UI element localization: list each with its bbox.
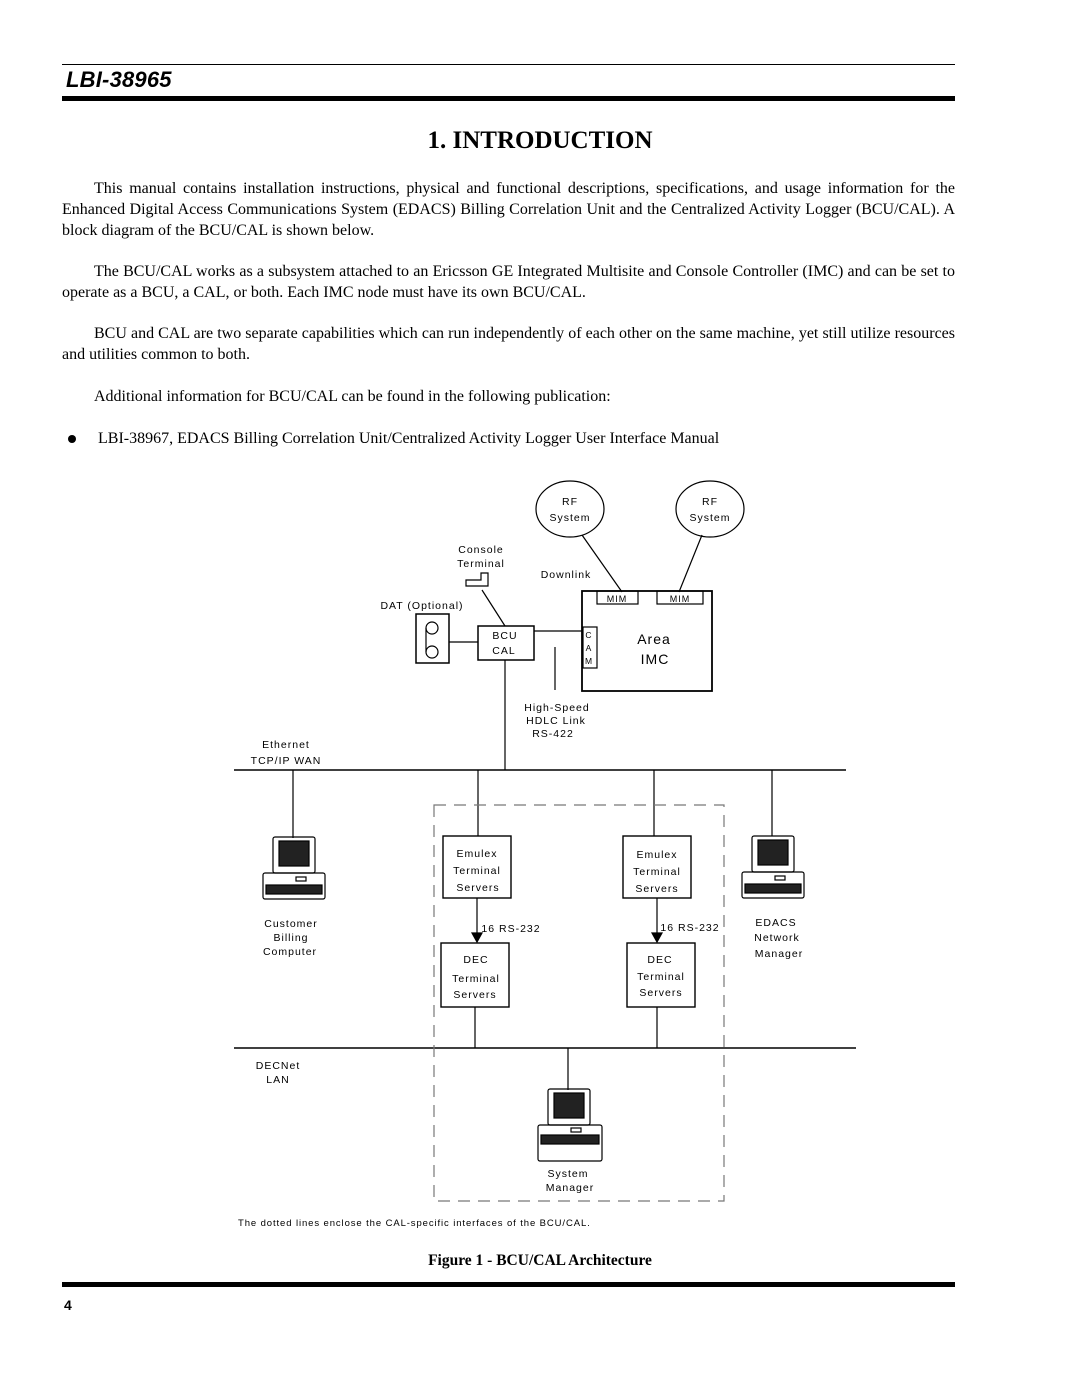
dec-2-label-line2: Terminal (637, 971, 685, 983)
hdlc-label-line2: HDLC Link (526, 715, 586, 727)
cam-box (582, 626, 598, 669)
edacs-network-manager-computer-icon (741, 835, 805, 899)
dec-2-box (626, 942, 696, 1008)
dec-2-label-line3: Servers (639, 987, 682, 999)
bcu-label: BCU (492, 630, 517, 642)
decnet-label-line2: LAN (266, 1074, 289, 1086)
area-label: Area (637, 631, 671, 647)
header-rule-thick (62, 96, 955, 101)
bcu-cal-box (477, 625, 535, 661)
area-imc-box (581, 590, 713, 692)
imc-label: IMC (641, 651, 670, 667)
dec-2-label-line1: DEC (647, 954, 672, 966)
intro-paragraph-3: BCU and CAL are two separate capabilitie… (62, 325, 955, 363)
publication-bullet: LBI-38967, EDACS Billing Correlation Uni… (62, 428, 719, 449)
console-terminal-label-line1: Console (458, 544, 504, 556)
document-id: LBI-38965 (66, 67, 172, 92)
mim-2-box (656, 590, 704, 605)
mim-1-box (596, 590, 639, 605)
rs232-2-label: 16 RS-232 (660, 922, 719, 934)
footer-rule-thick (62, 1282, 955, 1287)
decnet-label-line1: DECNet (256, 1060, 301, 1072)
intro-paragraph-4: Additional information for BCU/CAL can b… (94, 388, 611, 405)
dat-device-icon (415, 613, 450, 664)
customer-billing-computer-icon (262, 836, 326, 900)
cal-specific-enclosure (433, 804, 725, 1202)
intro-paragraph-2: The BCU/CAL works as a subsystem attache… (62, 263, 955, 301)
mim-1-label: MIM (607, 594, 628, 604)
dat-label: DAT (Optional) (380, 600, 463, 612)
ethernet-label-line2: TCP/IP WAN (251, 755, 322, 767)
rf-system-2-label-line1: RF (702, 496, 718, 508)
downlink-label: Downlink (541, 569, 592, 581)
header-rule-thin (62, 64, 955, 65)
bullet-dot-icon (68, 434, 76, 443)
edacs-manager-label-line1: EDACS (755, 917, 796, 929)
cam-label-a: A (586, 643, 593, 653)
intro-paragraph-1: This manual contains installation instru… (62, 180, 955, 239)
figure-caption: Figure 1 - BCU/CAL Architecture (428, 1252, 652, 1269)
emulex-2-label-line1: Emulex (636, 849, 677, 861)
section-title: 1. INTRODUCTION (427, 127, 653, 154)
emulex-1-label-line1: Emulex (456, 848, 497, 860)
cam-label-m: M (585, 656, 593, 666)
hdlc-label-line3: RS-422 (532, 728, 574, 740)
cam-label-c: C (585, 630, 592, 640)
edacs-manager-label-line3: Manager (755, 948, 803, 960)
diagram-note: The dotted lines enclose the CAL-specifi… (238, 1218, 591, 1229)
rf-system-1-ellipse (535, 480, 605, 538)
mim-2-label: MIM (670, 594, 691, 604)
hdlc-label-line1: High-Speed (524, 702, 589, 714)
system-manager-computer-icon (537, 1088, 603, 1162)
dec-1-label-line2: Terminal (452, 973, 500, 985)
publication-reference: LBI-38967, EDACS Billing Correlation Uni… (98, 430, 720, 447)
ethernet-label-line1: Ethernet (262, 739, 310, 751)
emulex-1-label-line3: Servers (456, 882, 499, 894)
rf-system-1-label-line1: RF (562, 496, 578, 508)
cal-label: CAL (492, 645, 515, 657)
emulex-1-label-line2: Terminal (453, 865, 501, 877)
rf-system-2-ellipse (675, 480, 745, 538)
system-manager-label-line2: Manager (546, 1182, 594, 1194)
rs232-1-label: 16 RS-232 (481, 923, 540, 935)
dec-1-label-line1: DEC (463, 954, 488, 966)
console-terminal-label-line2: Terminal (457, 558, 505, 570)
customer-billing-label-line3: Computer (263, 946, 317, 958)
console-terminal-icon (465, 572, 489, 587)
system-manager-label-line1: System (547, 1168, 588, 1180)
customer-billing-label-line1: Customer (264, 918, 318, 930)
edacs-manager-label-line2: Network (754, 932, 800, 944)
customer-billing-label-line2: Billing (273, 932, 308, 944)
emulex-2-label-line2: Terminal (633, 866, 681, 878)
rf-system-2-label-line2: System (689, 512, 730, 524)
dec-1-label-line3: Servers (453, 989, 496, 1001)
rf-system-1-label-line2: System (549, 512, 590, 524)
emulex-2-label-line3: Servers (635, 883, 678, 895)
page-number: 4 (64, 1297, 72, 1313)
